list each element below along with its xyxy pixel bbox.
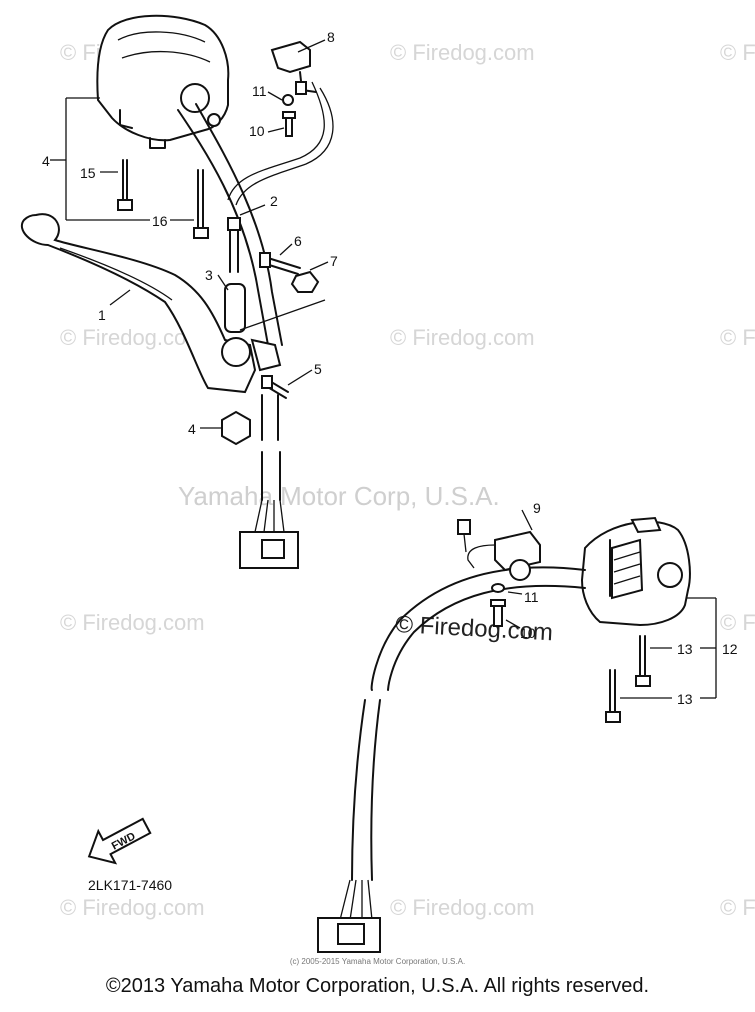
callout-labels: 1 2 3 4 4 5 6 7 8 9 10 10 11 11 12 13 13… [42, 29, 738, 707]
callout-7: 7 [330, 253, 338, 269]
watermark-firedog: © Firedog.com [60, 610, 205, 635]
callout-bracket-12 [620, 597, 717, 699]
callout-4: 4 [188, 421, 196, 437]
clutch-switch [270, 40, 317, 95]
callout-9: 9 [533, 500, 541, 516]
callout-10: 10 [249, 123, 265, 139]
callout-bracket-4 [65, 97, 194, 221]
callout-15: 15 [80, 165, 96, 181]
callout-11: 11 [252, 83, 267, 99]
lever-perch [221, 337, 282, 372]
clutch-lever [21, 213, 257, 394]
left-connector-harness [239, 394, 299, 569]
callout-4: 4 [42, 153, 50, 169]
clutch-switch-wire [227, 81, 325, 201]
callout-3: 3 [205, 267, 213, 283]
watermark-yamaha: Yamaha Motor Corp, U.S.A. [178, 481, 500, 511]
left-handlebar-switch [96, 14, 230, 149]
watermark-firedog: © Firedog.com [390, 895, 535, 920]
nut [290, 270, 320, 293]
screw [605, 669, 621, 723]
small-copyright: (c) 2005-2015 Yamaha Motor Corporation, … [289, 957, 466, 966]
callout-11: 11 [524, 589, 539, 605]
screw [490, 599, 506, 627]
screw [261, 375, 289, 399]
fwd-arrow-icon: FWD [87, 817, 152, 865]
callout-1: 1 [98, 307, 106, 323]
right-switch-cable-edge [370, 699, 381, 881]
screw [259, 252, 301, 275]
collar [224, 283, 246, 333]
watermark-firedog: © Firedog.com [720, 610, 755, 635]
assembly-line [239, 299, 326, 331]
nut [282, 94, 294, 106]
brake-light-switch [457, 519, 541, 581]
callout-13: 13 [677, 691, 693, 707]
copyright-footer: ©2013 Yamaha Motor Corporation, U.S.A. A… [105, 975, 650, 997]
callout-16: 16 [152, 213, 168, 229]
clutch-switch-wire-edge [235, 87, 334, 206]
right-handlebar-switch [580, 516, 691, 627]
watermark-firedog: © Firedog.com [720, 895, 755, 920]
diagram-code: 2LK171-7460 [88, 877, 172, 893]
watermark-firedog: © Firedog.com [720, 325, 755, 350]
callout-5: 5 [314, 361, 322, 377]
pivot-bolt [227, 217, 241, 273]
right-switch-cable [351, 699, 366, 881]
watermark-firedog: © Firedog.com [390, 40, 535, 65]
screw [282, 111, 296, 137]
screw [635, 635, 651, 687]
right-switch-cable-edge [387, 584, 586, 691]
watermark-firedog: © Firedog.com [720, 40, 755, 65]
watermark-layer: © Firedog.com © Firedog.com © Firedog.co… [60, 40, 755, 920]
callout-12: 12 [722, 641, 738, 657]
left-switch-cable [177, 109, 269, 346]
callout-8: 8 [327, 29, 335, 45]
callout-6: 6 [294, 233, 302, 249]
watermark-firedog: © Firedog.com [390, 325, 535, 350]
callout-10: 10 [520, 625, 536, 641]
callout-13: 13 [677, 641, 693, 657]
callout-2: 2 [270, 193, 278, 209]
right-connector-harness [317, 879, 381, 953]
watermark-firedog: © Firedog.com [60, 895, 205, 920]
screw [193, 169, 209, 239]
nut [221, 410, 251, 446]
washer [491, 583, 505, 593]
leader-lines [50, 39, 533, 629]
screw [117, 159, 133, 211]
